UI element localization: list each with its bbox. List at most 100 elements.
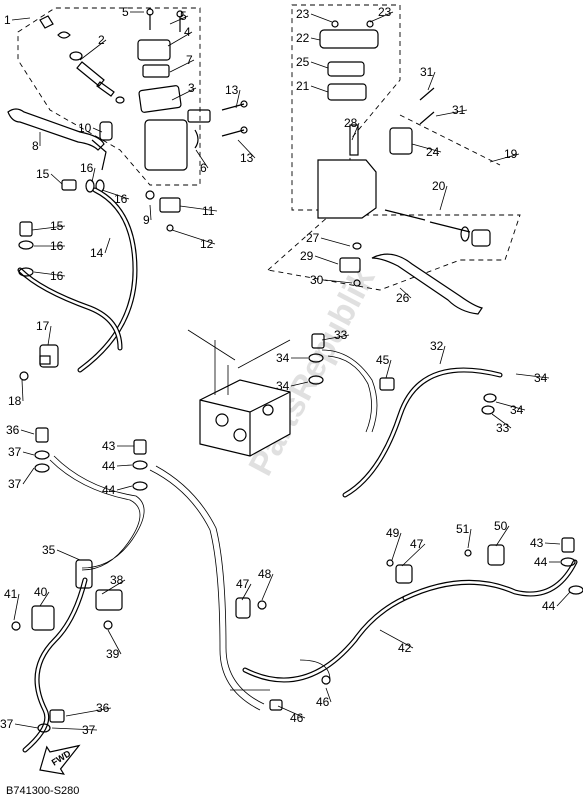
callout-19: 19 xyxy=(504,147,518,161)
callout-12: 12 xyxy=(200,237,214,251)
fasteners xyxy=(11,221,583,733)
callout-51: 51 xyxy=(456,522,470,536)
callout-6: 6 xyxy=(200,161,207,175)
leader-line-20 xyxy=(439,185,448,211)
callout-22: 22 xyxy=(296,31,310,45)
callout-34: 34 xyxy=(534,371,548,385)
leader-line-17 xyxy=(47,325,52,346)
callout-30: 30 xyxy=(310,273,324,287)
leader-line-27 xyxy=(320,237,351,247)
callout-4: 4 xyxy=(184,25,191,39)
callout-5: 5 xyxy=(180,9,187,23)
leader-line-16 xyxy=(101,189,130,200)
callout-46: 46 xyxy=(316,695,330,709)
leader-line-47 xyxy=(241,583,252,601)
leader-line-13 xyxy=(237,139,256,159)
callout-15: 15 xyxy=(36,167,50,181)
right-master-cylinder-group xyxy=(267,4,521,315)
leader-line-14 xyxy=(104,237,111,254)
leader-line-28 xyxy=(351,122,360,141)
leader-line-32 xyxy=(439,345,446,365)
leader-line-41 xyxy=(13,593,20,621)
callout-32: 32 xyxy=(430,339,444,353)
callout-36: 36 xyxy=(96,701,110,715)
leader-line-2 xyxy=(79,39,107,61)
leader-line-23 xyxy=(310,13,333,23)
leader-line-48 xyxy=(261,573,274,601)
callout-45: 45 xyxy=(376,353,390,367)
leader-line-10 xyxy=(92,127,103,133)
callout-1: 1 xyxy=(4,13,11,27)
leader-line-37 xyxy=(14,723,39,729)
callout-13: 13 xyxy=(225,83,239,97)
callout-33: 33 xyxy=(334,328,348,342)
leader-line-25 xyxy=(310,61,329,69)
callout-34: 34 xyxy=(276,379,290,393)
callout-5: 5 xyxy=(122,5,129,19)
leader-line-6 xyxy=(195,149,209,169)
leader-line-33 xyxy=(491,413,512,429)
leader-line-23 xyxy=(369,11,394,23)
callout-20: 20 xyxy=(432,179,446,193)
callout-34: 34 xyxy=(510,403,524,417)
callout-16: 16 xyxy=(80,161,94,175)
callout-21: 21 xyxy=(296,79,310,93)
fwd-arrow: FWD xyxy=(39,744,81,775)
leader-line-33 xyxy=(321,334,350,341)
leader-line-30 xyxy=(324,279,353,284)
leader-line-21 xyxy=(310,85,329,93)
callout-39: 39 xyxy=(106,647,120,661)
callout-17: 17 xyxy=(36,319,50,333)
leader-line-44 xyxy=(116,464,133,467)
leader-line-4 xyxy=(167,31,193,47)
callout-7: 7 xyxy=(186,53,193,67)
hydraulic-unit xyxy=(187,329,291,457)
leader-line-47 xyxy=(401,543,426,567)
callout-44: 44 xyxy=(534,555,548,569)
leader-line-43 xyxy=(544,542,561,545)
callout-37: 37 xyxy=(82,723,96,737)
leader-line-12 xyxy=(171,229,216,245)
leader-line-39 xyxy=(107,629,122,655)
callout-36: 36 xyxy=(6,423,20,437)
callout-37: 37 xyxy=(8,445,22,459)
callout-33: 33 xyxy=(496,421,510,435)
callout-16: 16 xyxy=(114,192,128,206)
leader-line-15 xyxy=(31,225,66,231)
callout-15: 15 xyxy=(50,219,64,233)
leader-line-13 xyxy=(235,89,241,109)
leader-line-50 xyxy=(495,525,510,547)
brake-hoses xyxy=(17,187,578,753)
leader-line-44 xyxy=(116,485,133,491)
leader-line-49 xyxy=(391,532,402,561)
leader-line-24 xyxy=(411,143,442,153)
callout-8: 8 xyxy=(32,139,39,153)
callout-41: 41 xyxy=(4,587,18,601)
callout-23: 23 xyxy=(296,7,310,21)
leader-line-51 xyxy=(467,528,472,549)
callout-10: 10 xyxy=(78,121,92,135)
leader-line-38 xyxy=(101,579,126,595)
leader-line-44 xyxy=(556,591,571,607)
callout-37: 37 xyxy=(8,477,22,491)
leader-line-40 xyxy=(39,591,50,607)
leader-line-3 xyxy=(171,87,197,101)
leader-line-34 xyxy=(515,373,550,379)
callout-31: 31 xyxy=(452,103,466,117)
callout-26: 26 xyxy=(396,291,410,305)
leader-line-45 xyxy=(385,359,392,379)
callout-47: 47 xyxy=(410,537,424,551)
callout-3: 3 xyxy=(188,81,195,95)
leader-line-35 xyxy=(56,549,81,561)
leader-line-37 xyxy=(51,727,98,731)
leader-line-1 xyxy=(11,17,31,21)
leader-line-46 xyxy=(325,687,332,703)
drawing-code: B741300-S280 xyxy=(6,785,79,797)
callout-18: 18 xyxy=(8,394,22,408)
leader-line-31 xyxy=(427,71,436,91)
leader-line-7 xyxy=(169,59,195,73)
leader-line-36 xyxy=(65,707,112,717)
leader-line-29 xyxy=(314,255,339,265)
